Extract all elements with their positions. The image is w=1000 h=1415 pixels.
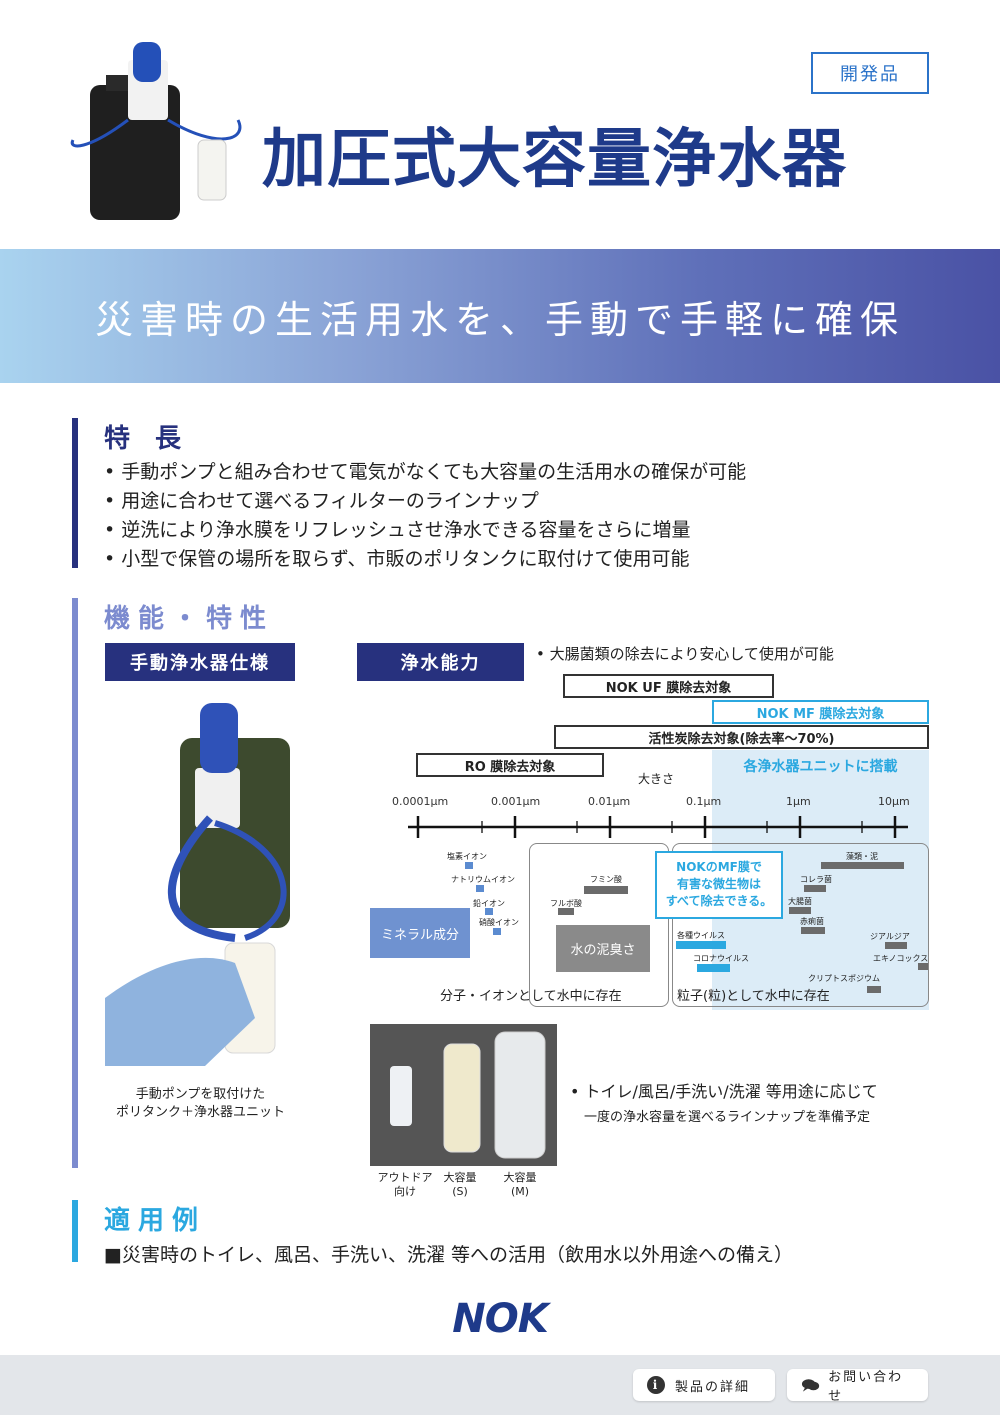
particle-label: クリプトスポジウム (808, 974, 880, 983)
ion-bar (493, 928, 501, 935)
ion-label: 塩素イオン (447, 852, 487, 861)
banner-tagline: 災害時の生活用水を、手動で手軽に確保 (94, 297, 905, 342)
chat-bubbles-icon (801, 1379, 820, 1392)
particle-label: 大腸菌 (788, 897, 812, 906)
tick-label: 0.001μm (491, 795, 541, 808)
specs-heading: 機能・特性 (104, 604, 275, 634)
feature-item: 用途に合わせて選べるフィルターのラインナップ (104, 487, 746, 516)
ion-label: 鉛イオン (473, 899, 505, 908)
mineral-box: ミネラル成分 (370, 908, 470, 958)
lineup-caption: アウトドア 向け (370, 1171, 440, 1199)
particle-bar (804, 885, 826, 892)
size-label: 大きさ (638, 772, 675, 786)
lineup-caption-line: 大容量 (443, 1171, 477, 1184)
company-logo: NOK (452, 1296, 548, 1342)
particle-group-box (672, 843, 929, 1007)
purification-label: 浄水能力 (357, 643, 524, 681)
mud-smell-box: 水の泥臭さ (556, 925, 650, 972)
features-section-bar (72, 418, 78, 568)
mf-callout: NOKのMF膜で 有害な微生物は すべて除去できる。 (655, 851, 783, 919)
particle-bar (867, 986, 881, 993)
features-list: 手動ポンプと組み合わせて電気がなくても大容量の生活用水の確保が可能 用途に合わせ… (104, 458, 746, 574)
feature-item: 小型で保管の場所を取らず、市販のポリタンクに取付けて使用可能 (104, 545, 746, 574)
humic-bar (584, 886, 628, 894)
tick-label: 0.01μm (588, 795, 631, 808)
particle-bar (789, 907, 811, 914)
mf-callout-line: NOKのMF膜で (676, 860, 762, 874)
particle-bar (821, 862, 904, 869)
tick-label: 1μm (786, 795, 811, 808)
particle-bar (918, 963, 928, 970)
ro-range-label: RO 膜除去対象 (416, 753, 604, 777)
filter-lineup-photo (370, 1024, 557, 1166)
product-details-button[interactable]: i 製品の詳細 (633, 1369, 775, 1401)
lineup-caption-line: 向け (394, 1185, 416, 1198)
particle-label: エキノコックス (873, 954, 929, 963)
lineup-caption-line: (S) (452, 1185, 468, 1198)
units-label: 各浄水器ユニットに搭載 (743, 759, 898, 775)
page-title: 加圧式大容量浄水器 (262, 123, 847, 197)
particle-bar (801, 927, 825, 934)
particle-label: コロナウイルス (693, 954, 749, 963)
features-heading: 特 長 (104, 424, 190, 454)
corona-bar (697, 964, 730, 972)
feature-item: 逆洗により浄水膜をリフレッシュさせ浄水できる容量をさらに増量 (104, 516, 746, 545)
photo-caption: 手動ポンプを取付けた ポリタンク＋浄水器ユニット (98, 1086, 303, 1122)
product-hero-image (70, 42, 242, 220)
carbon-range-label: 活性炭除去対象(除去率～70%) (554, 725, 929, 749)
fulvic-label: フルボ酸 (550, 899, 582, 908)
particle-caption: 粒子(粒)として水中に存在 (677, 989, 830, 1004)
photo-caption-line: ポリタンク＋浄水器ユニット (115, 1105, 285, 1120)
lineup-note-2: 一度の浄水容量を選べるラインナップを準備予定 (584, 1110, 871, 1125)
applications-text: ■災害時のトイレ、風呂、手洗い、洗濯 等への活用（飲用水以外用途への備え） (104, 1244, 793, 1266)
development-badge: 開発品 (811, 52, 929, 94)
ion-label: ナトリウムイオン (451, 875, 515, 884)
tick-label: 0.0001μm (392, 795, 449, 808)
mf-callout-line: 有害な微生物は (676, 877, 761, 891)
lineup-caption: 大容量 (S) (430, 1171, 490, 1199)
fulvic-bar (558, 908, 574, 915)
mf-callout-line: すべて除去できる。 (665, 894, 773, 908)
feature-item: 手動ポンプと組み合わせて電気がなくても大容量の生活用水の確保が可能 (104, 458, 746, 487)
contact-label: お問い合わせ (828, 1370, 904, 1404)
ion-label: 硝酸イオン (479, 918, 519, 927)
ion-bar (485, 908, 493, 915)
dissolved-group-box (529, 843, 669, 1007)
humic-label: フミン酸 (590, 875, 622, 884)
info-icon: i (647, 1376, 665, 1394)
particle-bar (885, 942, 907, 949)
mf-range-label: NOK MF 膜除去対象 (712, 700, 929, 724)
ion-bar (476, 885, 484, 892)
ecoli-note: • 大腸菌類の除去により安心して使用が可能 (536, 645, 834, 663)
particle-label: 赤痢菌 (800, 917, 824, 926)
product-details-label: 製品の詳細 (675, 1379, 751, 1395)
dissolved-caption: 分子・イオンとして水中に存在 (440, 989, 622, 1004)
tick-label: 10μm (878, 795, 910, 808)
lineup-caption-line: 大容量 (503, 1171, 537, 1184)
lineup-caption-line: (M) (510, 1185, 530, 1198)
photo-caption-line: 手動ポンプを取付けた (135, 1087, 266, 1102)
virus-bar (676, 941, 726, 949)
particle-label: コレラ菌 (800, 875, 832, 884)
size-scale-axis (408, 816, 908, 838)
tagline-banner: 災害時の生活用水を、手動で手軽に確保 (0, 249, 1000, 383)
contact-button[interactable]: お問い合わせ (787, 1369, 928, 1404)
specs-section-bar (72, 598, 78, 1168)
applications-heading: 適用例 (104, 1206, 207, 1236)
particle-label: ジアルジア (870, 932, 910, 941)
manual-spec-label: 手動浄水器仕様 (105, 643, 295, 681)
ion-bar (465, 862, 473, 869)
applications-section-bar (72, 1200, 78, 1262)
particle-label: 藻類・泥 (846, 852, 878, 861)
lineup-note: • トイレ/風呂/手洗い/洗濯 等用途に応じて (570, 1082, 878, 1101)
particle-label: 各種ウイルス (677, 931, 725, 940)
lineup-caption-line: アウトドア (377, 1171, 433, 1184)
uf-range-label: NOK UF 膜除去対象 (563, 674, 774, 698)
tick-label: 0.1μm (686, 795, 722, 808)
lineup-caption: 大容量 (M) (490, 1171, 550, 1199)
pump-tank-photo (105, 698, 295, 1066)
